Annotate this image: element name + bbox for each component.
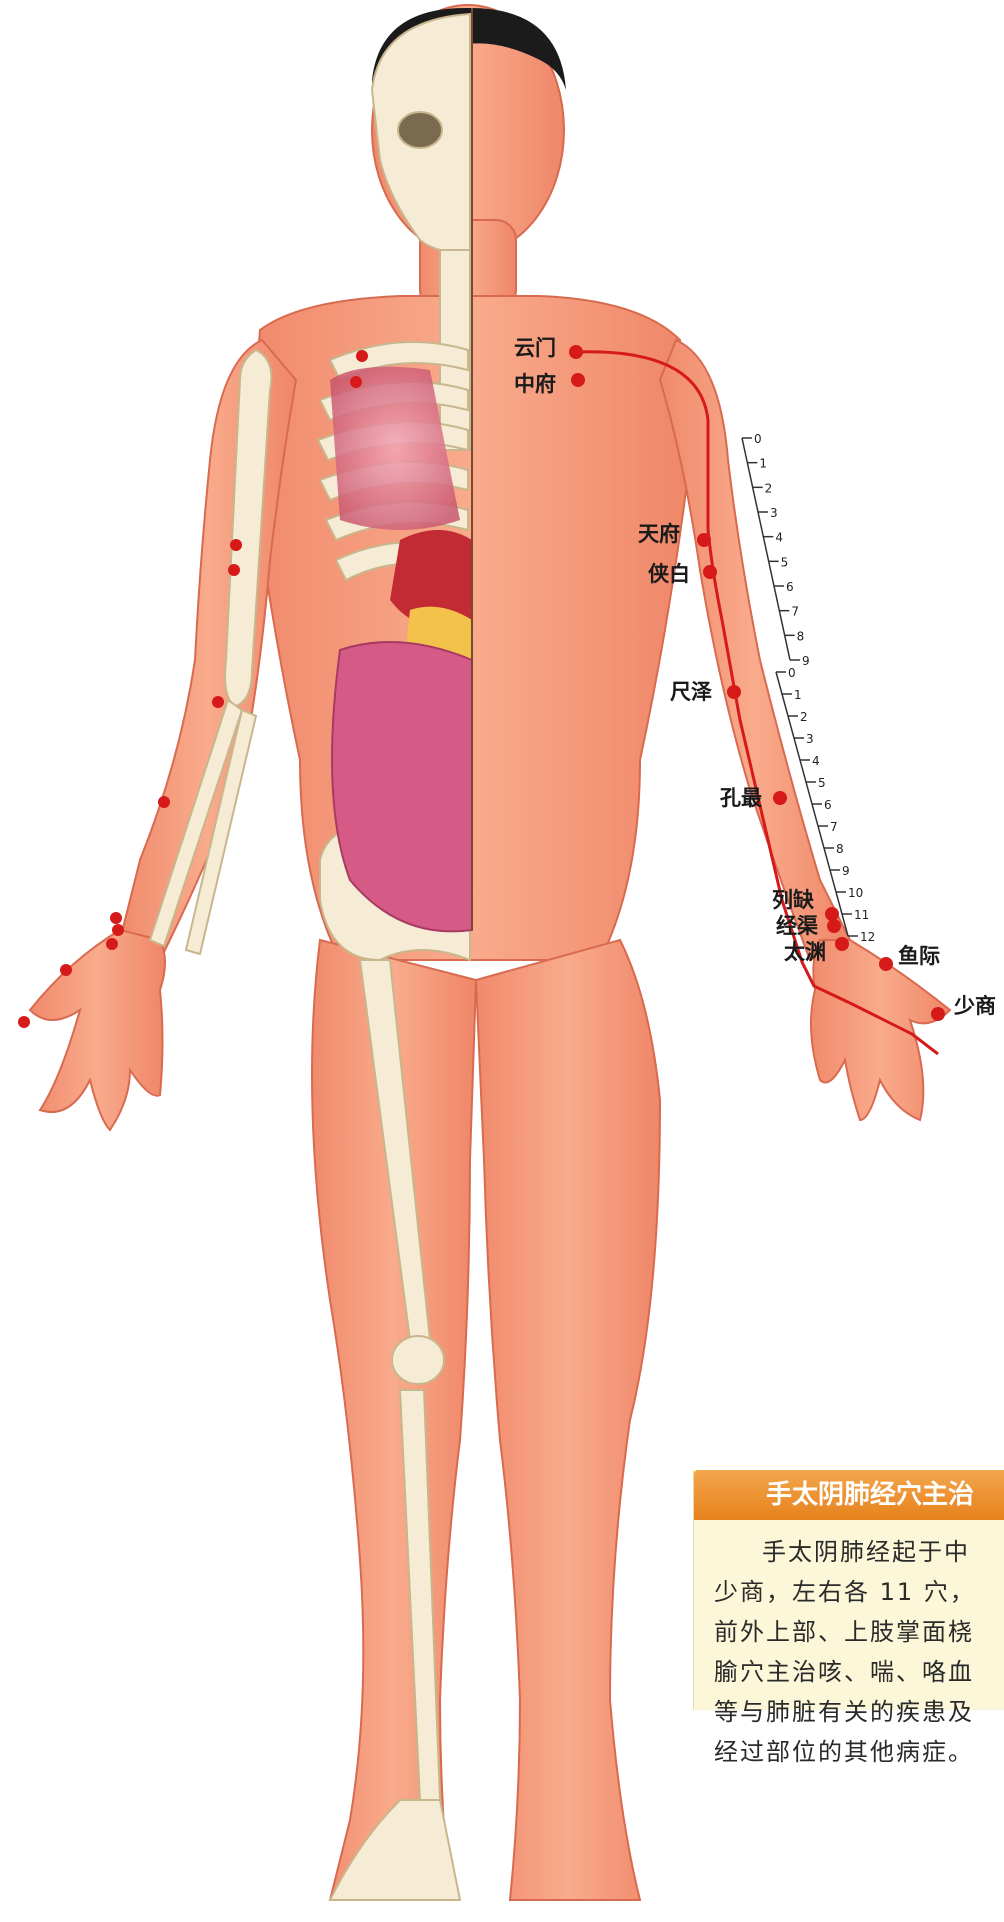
acupoint-chize-dot	[727, 685, 741, 699]
ruler-tick-label: 2	[765, 481, 773, 495]
info-panel: 手太阴肺经穴主治 手太阴肺经起于中 少商，左右各 11 穴， 前外上部、上肢掌面…	[693, 1470, 1004, 1710]
ruler-tick-label: 11	[854, 908, 869, 922]
ruler-tick-label: 7	[830, 820, 838, 834]
acupoint-yunmen-dot	[569, 345, 583, 359]
ruler-tick-label: 0	[788, 666, 796, 680]
info-line: 经过部位的其他病症。	[714, 1732, 1004, 1772]
ruler-tick-label: 12	[860, 930, 875, 944]
ruler-tick-label: 9	[802, 654, 810, 668]
ruler-tick-label: 1	[794, 688, 802, 702]
acupoint-lieque-dot	[825, 907, 839, 921]
acupoint-label-taiyuan: 太渊	[784, 940, 826, 964]
acupoint-label-zhongfu: 中府	[514, 372, 556, 396]
info-panel-title: 手太阴肺经穴主治	[694, 1470, 1004, 1520]
ruler-tick-label: 3	[770, 506, 778, 520]
acupoint-label-shaoshang: 少商	[954, 994, 996, 1018]
acupoint-yuji-dot	[879, 957, 893, 971]
acupoint-label-chize: 尺泽	[670, 680, 712, 704]
ruler-tick-label: 8	[836, 842, 844, 856]
acupoint-label-yunmen: 云门	[514, 336, 556, 360]
ruler-tick-label: 5	[818, 776, 826, 790]
ruler-tick-label: 4	[812, 754, 820, 768]
info-line: 少商，左右各 11 穴，	[714, 1572, 1004, 1612]
acupoint-kongzui-dot	[773, 791, 787, 805]
info-line: 腧穴主治咳、喘、咯血	[714, 1652, 1004, 1692]
ruler-tick-label: 9	[842, 864, 850, 878]
ruler-tick-label: 6	[824, 798, 832, 812]
ruler-tick-label: 10	[848, 886, 863, 900]
ruler-tick-label: 7	[791, 605, 799, 619]
ruler-tick-label: 3	[806, 732, 814, 746]
acupoint-label-lieque: 列缺	[772, 888, 814, 912]
ruler-tick-label: 6	[786, 580, 794, 594]
info-line: 前外上部、上肢掌面桡	[714, 1612, 1004, 1652]
acupoint-xiabai-dot	[703, 565, 717, 579]
info-line: 等与肺脏有关的疾患及	[714, 1692, 1004, 1732]
acupoint-jingqu-dot	[827, 919, 841, 933]
acupoint-label-xiabai: 侠白	[648, 562, 690, 586]
info-line: 手太阴肺经起于中	[714, 1532, 1004, 1572]
ruler-tick-label: 5	[781, 555, 789, 569]
ruler-tick-label: 0	[754, 432, 762, 446]
acupoint-shaoshang-dot	[931, 1007, 945, 1021]
ruler-tick-label: 2	[800, 710, 808, 724]
acupoint-taiyuan-dot	[835, 937, 849, 951]
acupoint-tianfu-dot	[697, 533, 711, 547]
acupoint-label-jingqu: 经渠	[776, 914, 818, 938]
ruler-tick-label: 1	[759, 457, 767, 471]
ruler-tick-label: 8	[797, 629, 805, 643]
acupoint-label-tianfu: 天府	[638, 522, 680, 546]
ruler-tick-label: 4	[775, 531, 783, 545]
info-panel-body: 手太阴肺经起于中 少商，左右各 11 穴， 前外上部、上肢掌面桡 腧穴主治咳、喘…	[714, 1532, 1004, 1772]
acupoint-label-yuji: 鱼际	[898, 944, 940, 968]
acupoint-zhongfu-dot	[571, 373, 585, 387]
acupoint-label-kongzui: 孔最	[720, 786, 762, 810]
